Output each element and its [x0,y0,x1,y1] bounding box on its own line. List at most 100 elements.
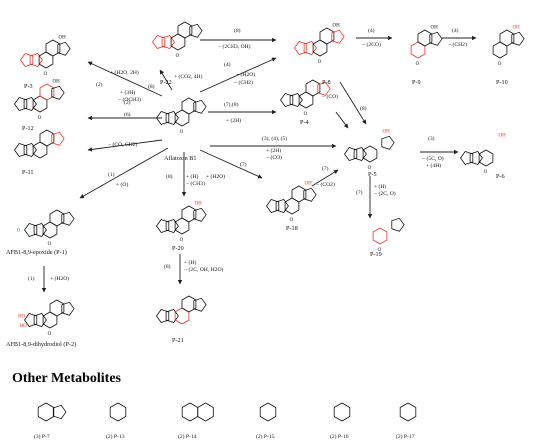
arrow-afb1-to-p8 [199,57,277,93]
hydroxyl-group: OH [304,181,312,186]
arrow-afb1-to-p3 [87,61,163,97]
cond-to-p3-step: (2) [96,81,103,88]
pyran-ring [197,402,214,422]
cond-to-p1-step: (1) [108,171,115,178]
p10-structure: OHO [492,25,525,67]
p5-structure: OHO [344,129,395,171]
cond-to-p8-remove: − (CH2) [234,79,253,86]
cyclopentenone-ring [189,23,203,38]
methoxy-group: O [484,170,488,175]
label-p12: P-12 [22,125,34,132]
hydroxyl-group: OH [58,35,66,40]
cond-to-p4-add: + (2H) [226,117,241,124]
cond-to-p20-step: (8) [166,173,173,180]
cond-p20-to-p21-add: + (H) [184,259,196,266]
p9-structure: OH O [410,25,443,67]
cond-to-p12-remove: − (OCH3) [118,96,141,103]
cond-p8-to-p5: (8) [360,105,367,112]
furan-ring-outer [294,41,308,55]
p21-structure [156,295,207,325]
furan-ring-outer [152,35,166,49]
cond-to-p12-add: + (3H) [120,89,135,96]
furan-ring-inner [23,97,37,111]
other-metabolite-1: (3) P-7 [34,402,67,440]
cond-to-p18-step: (7) [240,161,247,168]
diol-hydroxyl-1: HO [18,315,26,320]
furan-ring-outer [460,151,474,165]
label-p5: P-5 [368,171,377,178]
arrow-afb1-to-p22 [159,69,173,91]
furan-ring-outer [20,53,34,67]
other-metabolite-2: (2) P-13 [106,402,127,440]
p6-structure: OHO [460,133,506,175]
hydroxyl-group: OH [430,25,438,30]
cyclopentenone-ring [331,29,345,44]
six-membered-ring [333,402,351,422]
other-metabolite-label: (2) P-17 [396,433,415,440]
cond-p8-to-p9-step: (4) [368,27,375,34]
methoxy-group: O [180,130,184,135]
label-p9: P-9 [412,79,421,86]
benzene-ring [478,149,494,167]
cond-to-p1-add: + (O) [116,181,128,188]
cond-p22-to-p8-remove: − (2CH3, OH) [218,43,251,50]
cond-to-p3-add: + (H2O, 2H) [110,69,139,76]
other-metabolite-label: (2) P-15 [256,433,275,440]
methoxy-group: O [378,248,382,253]
six-membered-ring [109,402,127,422]
other-metabolite-6: (2) P-17 [396,402,417,440]
cond-p5-to-p6-remove: − (5C, O) [422,155,444,162]
other-metabolite-4: (2) P-15 [256,402,277,440]
furan-ring-inner [165,111,179,125]
cond-p8-to-p9-remove: − (2CO) [362,41,381,48]
cond-to-p20-add: + (H) [186,173,198,180]
cond-p1-to-p2-step: (1) [28,275,35,282]
six-membered-ring [399,402,417,422]
cond-afb1-to-p5-add: + (2H) [266,147,281,154]
cyclopentenone-ring [51,85,65,100]
arrow-afb1-to-p18 [199,149,263,179]
cond-p5-to-p6-add: + (4H) [426,162,441,169]
arrow-p4-to-p5 [335,111,349,129]
p11-structure [14,129,65,159]
benzene-ring [372,227,388,245]
cyclopentenone-ring [193,297,207,312]
other-metabolites-title: Other Metabolites [12,371,122,386]
furan-ring-inner [23,143,37,157]
furan-ring-outer [344,147,358,161]
label-p18: P-18 [286,225,298,232]
cyclopentenone-ring [193,99,207,114]
methoxy-group: O [304,112,308,117]
cond-to-p22-step: (8) [148,83,155,90]
cond-p20-to-p21-step: (8) [164,263,171,270]
methoxy-group: O [38,116,42,121]
hydroxyl-group: OH [332,23,340,28]
p3-structure: OHO [20,35,71,77]
label-p3: P-3 [24,83,33,90]
arrow-afb1-to-p1 [79,147,169,199]
furan-ring-inner [275,199,289,213]
other-metabolite-5: (2) P-16 [330,402,351,440]
cond-to-p20-remove: − (CH3) [186,180,205,187]
cond-p9-to-p10-step: (4) [452,27,459,34]
p22-structure: O [152,21,203,59]
cond-p1-to-p2-add: + (H2O) [50,275,69,282]
furan-ring-inner [303,41,317,55]
methoxy-group: O [416,62,420,67]
cond-p5-to-p19-remove: − (2C, O) [374,190,396,197]
cond-p5-to-p6-step: (3) [428,135,435,142]
six-membered-ring [181,402,199,422]
methoxy-group: O [176,54,180,59]
cond-to-p4-step: (7),(8) [224,101,239,108]
cond-to-p11-step: (6) [124,111,131,118]
p4-structure: O [280,79,331,117]
epoxide-oxygen: O [17,229,21,234]
hydroxyl-group: OH [512,25,520,30]
furan-ring-inner [165,309,179,323]
label-p10: P-10 [496,79,508,86]
furan-ring-inner [289,93,303,107]
p8-structure: OHO [294,23,345,65]
benzene-ring [362,145,378,163]
